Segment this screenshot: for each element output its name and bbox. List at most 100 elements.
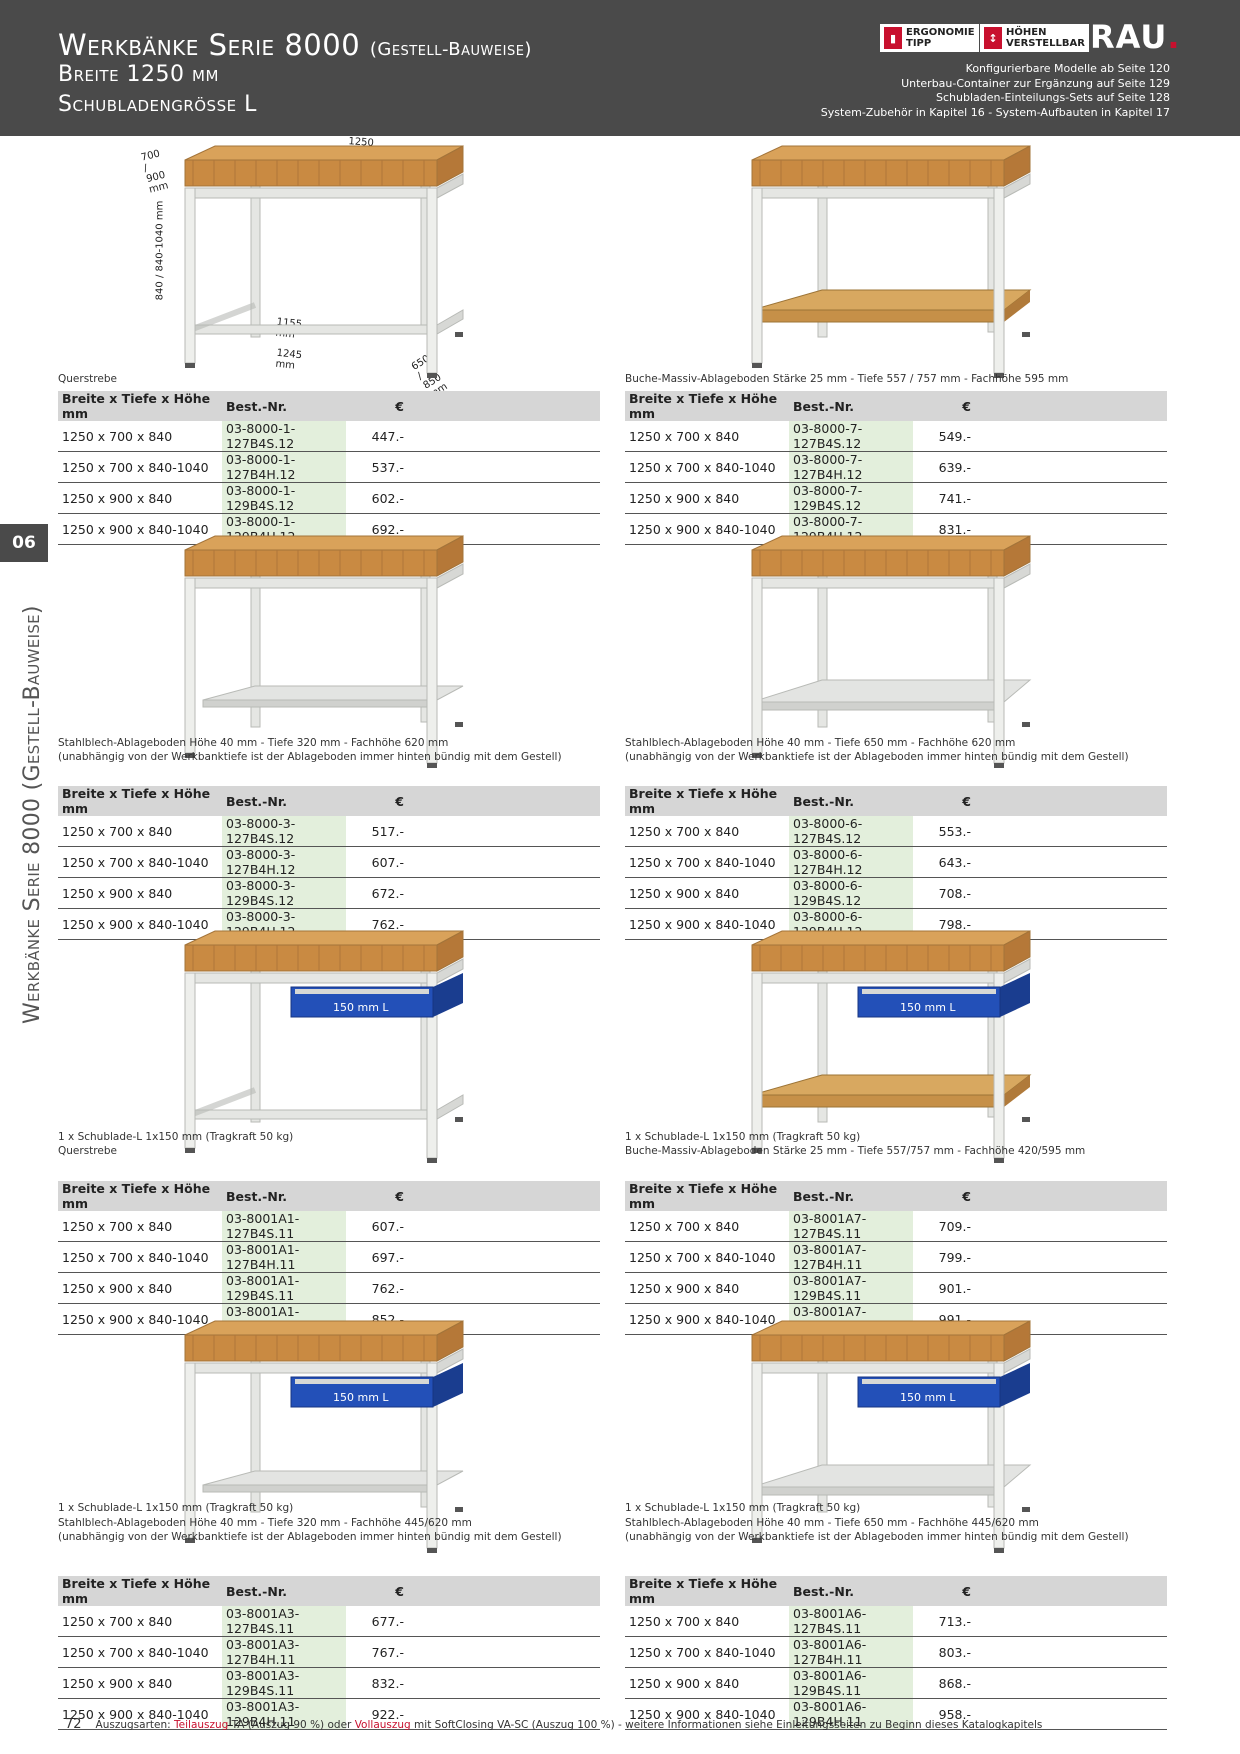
table-header-row: Breite x Tiefe x Höhe mm Best.-Nr. € [58,786,600,816]
col-dimensions: Breite x Tiefe x Höhe mm [58,1576,222,1606]
workbench-illustration: 150 mm L [163,925,493,1169]
table-header-row: Breite x Tiefe x Höhe mm Best.-Nr. € [58,391,600,421]
product-caption: 1 x Schublade-L 1x150 mm (Tragkraft 50 k… [58,1130,294,1158]
table-row: 1250 x 900 x 840 03-8001A3-129B4S.11 832… [58,1667,600,1699]
col-price: € [346,1576,412,1606]
col-dimensions: Breite x Tiefe x Höhe mm [625,786,789,816]
order-number-cell[interactable]: 03-8000-7-129B4S.12 [789,482,913,514]
col-dimensions: Breite x Tiefe x Höhe mm [58,1181,222,1211]
price-table: Breite x Tiefe x Höhe mm Best.-Nr. € 125… [625,1576,1167,1730]
order-number-cell[interactable]: 03-8001A7-127B4S.11 [789,1211,913,1242]
order-number-cell[interactable]: 03-8001A1-129B4S.11 [222,1272,346,1304]
order-number-cell[interactable]: 03-8000-3-127B4H.12 [222,846,346,878]
dimensions-cell: 1250 x 700 x 840-1040 [58,1241,222,1273]
order-number-cell[interactable]: 03-8001A1-127B4H.11 [222,1241,346,1273]
order-number-cell[interactable]: 03-8000-3-127B4S.12 [222,816,346,847]
table-row: 1250 x 700 x 840 03-8001A3-127B4S.11 677… [58,1606,600,1637]
dimensions-cell: 1250 x 900 x 840 [58,1272,222,1304]
table-row: 1250 x 700 x 840 03-8001A6-127B4S.11 713… [625,1606,1167,1637]
ergonomie-icon: ▮ [884,27,902,49]
price-cell: 537.- [346,451,412,483]
dimensions-cell: 1250 x 700 x 840 [625,1211,789,1242]
order-number-cell[interactable]: 03-8001A6-129B4H.11 [789,1698,913,1730]
col-price: € [913,1576,979,1606]
order-number-cell[interactable]: 03-8001A7-129B4S.11 [789,1272,913,1304]
dimensions-cell: 1250 x 700 x 840-1040 [625,1241,789,1273]
table-row: 1250 x 700 x 840-1040 03-8001A1-127B4H.1… [58,1241,600,1273]
table-row: 1250 x 900 x 840-1040 03-8001A6-129B4H.1… [625,1698,1167,1730]
dimensions-cell: 1250 x 700 x 840 [58,421,222,452]
drawer: 150 mm L [857,973,1030,1018]
header-info: Konfigurierbare Modelle ab Seite 120 Unt… [820,62,1170,119]
order-number-cell[interactable]: 03-8000-1-127B4H.12 [222,451,346,483]
table-row: 1250 x 700 x 840 03-8001A7-127B4S.11 709… [625,1211,1167,1242]
col-order-number: Best.-Nr. [222,1181,346,1211]
table-row: 1250 x 900 x 840 03-8001A7-129B4S.11 901… [625,1272,1167,1304]
col-dimensions: Breite x Tiefe x Höhe mm [625,1181,789,1211]
table-row: 1250 x 700 x 840-1040 03-8001A3-127B4H.1… [58,1636,600,1668]
table-row: 1250 x 900 x 840 03-8000-1-129B4S.12 602… [58,482,600,514]
vollauszug-link: Vollauszug [354,1719,411,1731]
side-chapter-label: Werkbänke Serie 8000 (Gestell-Bauweise) [20,605,45,1024]
price-cell: 639.- [913,451,979,483]
order-number-cell[interactable]: 03-8000-7-127B4S.12 [789,421,913,452]
order-number-cell[interactable]: 03-8001A3-129B4S.11 [222,1667,346,1699]
dimensions-cell: 1250 x 700 x 840-1040 [58,846,222,878]
col-dimensions: Breite x Tiefe x Höhe mm [625,1576,789,1606]
workbench-illustration: 150 mm L [163,1315,493,1559]
order-number-cell[interactable]: 03-8001A6-127B4H.11 [789,1636,913,1668]
page-title: Werkbänke Serie 8000 (Gestell-Bauweise) [58,28,532,62]
col-price: € [346,786,412,816]
table-row: 1250 x 700 x 840 03-8000-6-127B4S.12 553… [625,816,1167,847]
order-number-cell[interactable]: 03-8001A6-127B4S.11 [789,1606,913,1637]
dimensions-cell: 1250 x 900 x 840-1040 [625,908,789,940]
col-order-number: Best.-Nr. [789,391,913,421]
page-subtitle-width: Breite 1250 mm [58,62,219,87]
price-cell: 607.- [346,846,412,878]
table-row: 1250 x 700 x 840-1040 03-8000-7-127B4H.1… [625,451,1167,483]
col-price: € [913,391,979,421]
table-row: 1250 x 700 x 840-1040 03-8001A6-127B4H.1… [625,1636,1167,1668]
dimensions-cell: 1250 x 700 x 840 [58,1211,222,1242]
price-cell: 762.- [346,1272,412,1304]
price-cell: 672.- [346,877,412,909]
col-dimensions: Breite x Tiefe x Höhe mm [58,391,222,421]
col-order-number: Best.-Nr. [222,786,346,816]
order-number-cell[interactable]: 03-8000-1-129B4S.12 [222,482,346,514]
drawer: 150 mm L [290,1363,463,1408]
dimensions-cell: 1250 x 700 x 840 [625,816,789,847]
order-number-cell[interactable]: 03-8000-6-127B4S.12 [789,816,913,847]
order-number-cell[interactable]: 03-8001A6-129B4S.11 [789,1667,913,1699]
price-cell: 868.- [913,1667,979,1699]
table-header-row: Breite x Tiefe x Höhe mm Best.-Nr. € [625,1576,1167,1606]
dimensions-cell: 1250 x 900 x 840-1040 [58,908,222,940]
price-cell: 643.- [913,846,979,878]
product-caption: 1 x Schublade-L 1x150 mm (Tragkraft 50 k… [58,1502,562,1543]
col-price: € [346,391,412,421]
order-number-cell[interactable]: 03-8001A3-129B4H.11 [222,1698,346,1730]
order-number-cell[interactable]: 03-8000-1-127B4S.12 [222,421,346,452]
table-row: 1250 x 700 x 840-1040 03-8000-6-127B4H.1… [625,846,1167,878]
order-number-cell[interactable]: 03-8000-6-127B4H.12 [789,846,913,878]
dimensions-cell: 1250 x 900 x 840 [625,1667,789,1699]
height-adjust-icon: ↕ [984,27,1002,49]
order-number-cell[interactable]: 03-8001A7-127B4H.11 [789,1241,913,1273]
dimensions-cell: 1250 x 700 x 840-1040 [625,846,789,878]
product-caption: Stahlblech-Ablageboden Höhe 40 mm - Tief… [58,736,562,764]
price-table: Breite x Tiefe x Höhe mm Best.-Nr. € 125… [625,786,1167,940]
table-row: 1250 x 700 x 840 03-8001A1-127B4S.11 607… [58,1211,600,1242]
price-table: Breite x Tiefe x Höhe mm Best.-Nr. € 125… [625,1181,1167,1335]
order-number-cell[interactable]: 03-8001A1-127B4S.11 [222,1211,346,1242]
order-number-cell[interactable]: 03-8001A3-127B4S.11 [222,1606,346,1637]
order-number-cell[interactable]: 03-8000-6-129B4S.12 [789,877,913,909]
workbench-illustration: 150 mm L [730,925,1060,1169]
order-number-cell[interactable]: 03-8001A3-127B4H.11 [222,1636,346,1668]
order-number-cell[interactable]: 03-8000-7-127B4H.12 [789,451,913,483]
dimensions-cell: 1250 x 700 x 840 [625,421,789,452]
dimensions-cell: 1250 x 900 x 840 [58,1667,222,1699]
price-cell: 832.- [346,1667,412,1699]
order-number-cell[interactable]: 03-8000-3-129B4S.12 [222,877,346,909]
drawer: 150 mm L [290,973,463,1018]
